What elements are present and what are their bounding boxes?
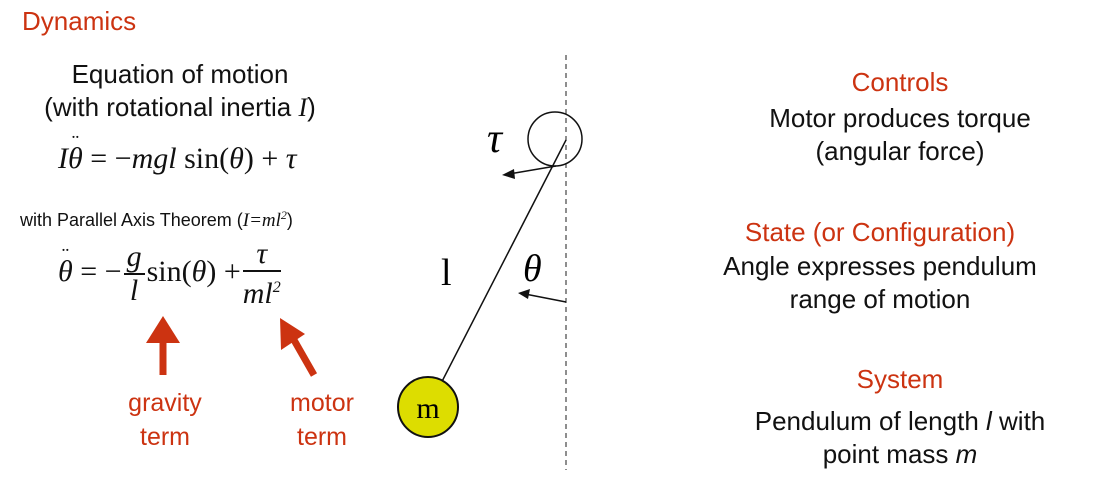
parallel-axis-note: with Parallel Axis Theorem (I=ml2) <box>20 208 293 231</box>
angle-arrow <box>518 289 567 303</box>
system-section: System Pendulum of length l with point m… <box>720 364 1080 471</box>
torque-arrow <box>502 165 557 179</box>
mass-symbol: m <box>416 392 439 425</box>
length-symbol: l <box>441 252 452 294</box>
equation-rotational-inertia: Iθ¨ = −mgl sin(θ) + τ <box>58 130 297 175</box>
motor-arrow <box>280 318 318 377</box>
pivot-motor-circle <box>527 111 583 167</box>
controls-section: Controls Motor produces torque (angular … <box>720 67 1080 168</box>
pendulum-rod <box>433 139 567 398</box>
controls-line-1: Motor produces torque <box>769 103 1031 133</box>
motor-term-label: motor term <box>290 389 354 451</box>
eom-line-1: Equation of motion <box>71 59 289 89</box>
dynamics-title: Dynamics <box>22 6 137 36</box>
gravity-term-label: gravity term <box>128 389 202 451</box>
state-title: State (or Configuration) <box>744 217 1016 247</box>
equation-of-motion-heading: Equation of motion (with rotational iner… <box>0 58 360 124</box>
controls-line-2: (angular force) <box>815 136 985 166</box>
gravity-arrow <box>146 316 180 375</box>
state-line-2: range of motion <box>789 284 971 314</box>
system-line-2: point mass m <box>822 439 978 469</box>
system-line-1: Pendulum of length l with <box>754 406 1046 436</box>
system-title: System <box>856 364 944 394</box>
eom-line-2: (with rotational inertia I) <box>44 92 316 122</box>
state-line-1: Angle expresses pendulum <box>723 251 1037 281</box>
controls-title: Controls <box>851 67 949 97</box>
point-mass-circle <box>397 376 459 438</box>
state-section: State (or Configuration) Angle expresses… <box>690 217 1070 316</box>
angle-symbol: θ <box>523 248 542 290</box>
torque-symbol: τ <box>487 116 504 162</box>
